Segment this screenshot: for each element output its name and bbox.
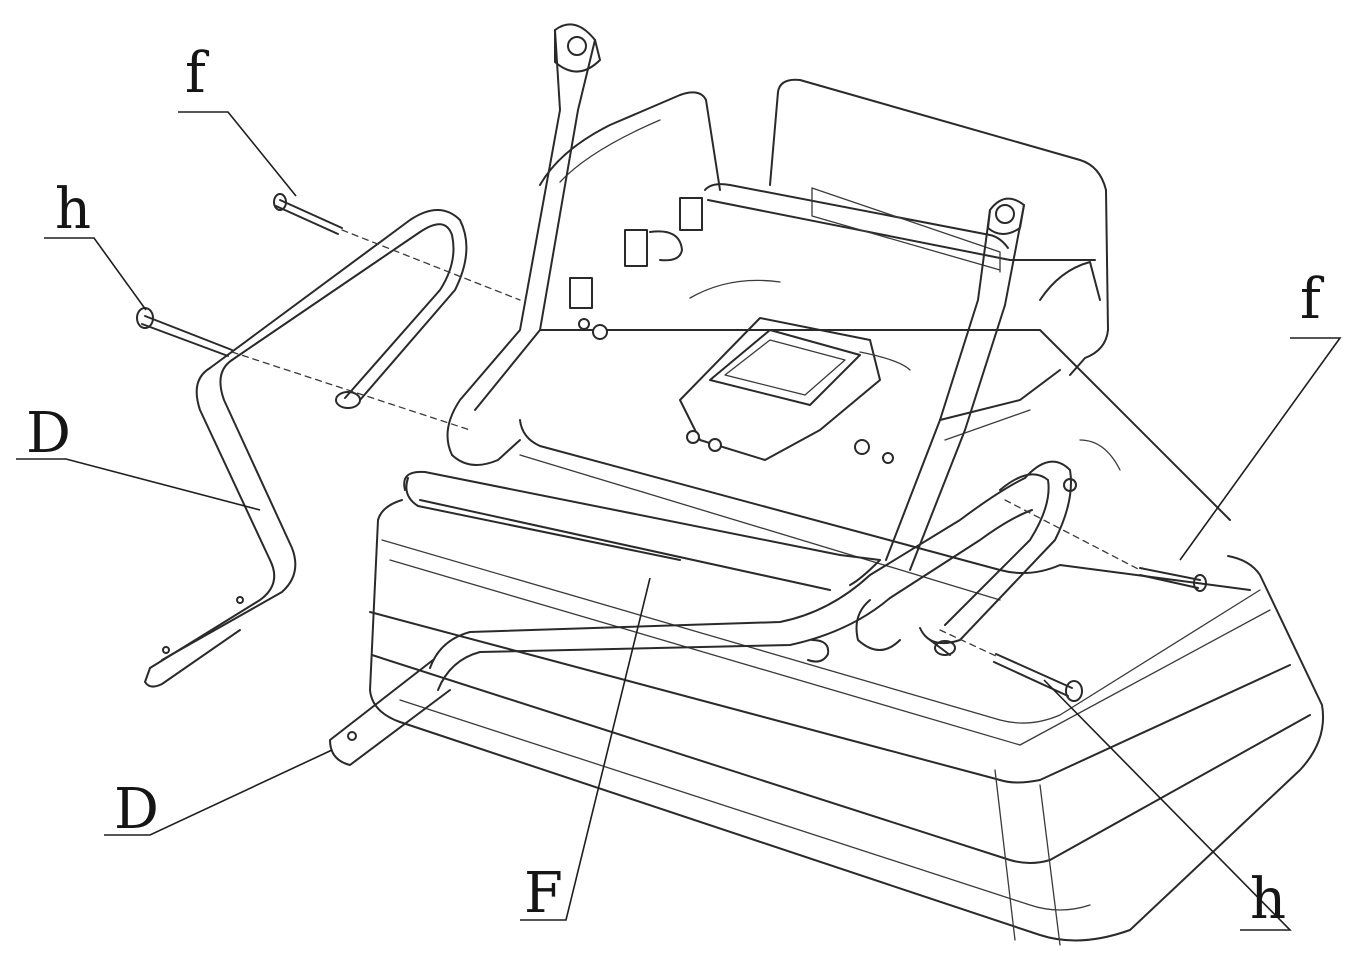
label-f-top-left: f	[185, 41, 210, 106]
left-u-bar	[144, 209, 468, 688]
label-D-left: D	[26, 401, 71, 466]
base-shell	[369, 499, 1324, 946]
bolts	[136, 193, 1207, 702]
label-F-center: F	[524, 861, 563, 926]
reference-labels: f h D D F f h	[26, 41, 1325, 932]
right-strut	[885, 197, 1025, 571]
label-D-bottom: D	[114, 777, 159, 842]
label-f-right: f	[1300, 267, 1325, 332]
left-strut	[446, 23, 601, 466]
platform	[405, 329, 1251, 601]
label-h-top-left: h	[55, 177, 91, 242]
label-h-bottom-right: h	[1250, 867, 1286, 932]
leader-lines	[16, 111, 1342, 931]
assembly-axes	[231, 229, 1141, 657]
front-handle-bar	[329, 470, 1033, 766]
right-u-bar	[855, 439, 1121, 656]
center-bracket	[679, 279, 911, 461]
seat-backrest-right	[704, 78, 1109, 441]
